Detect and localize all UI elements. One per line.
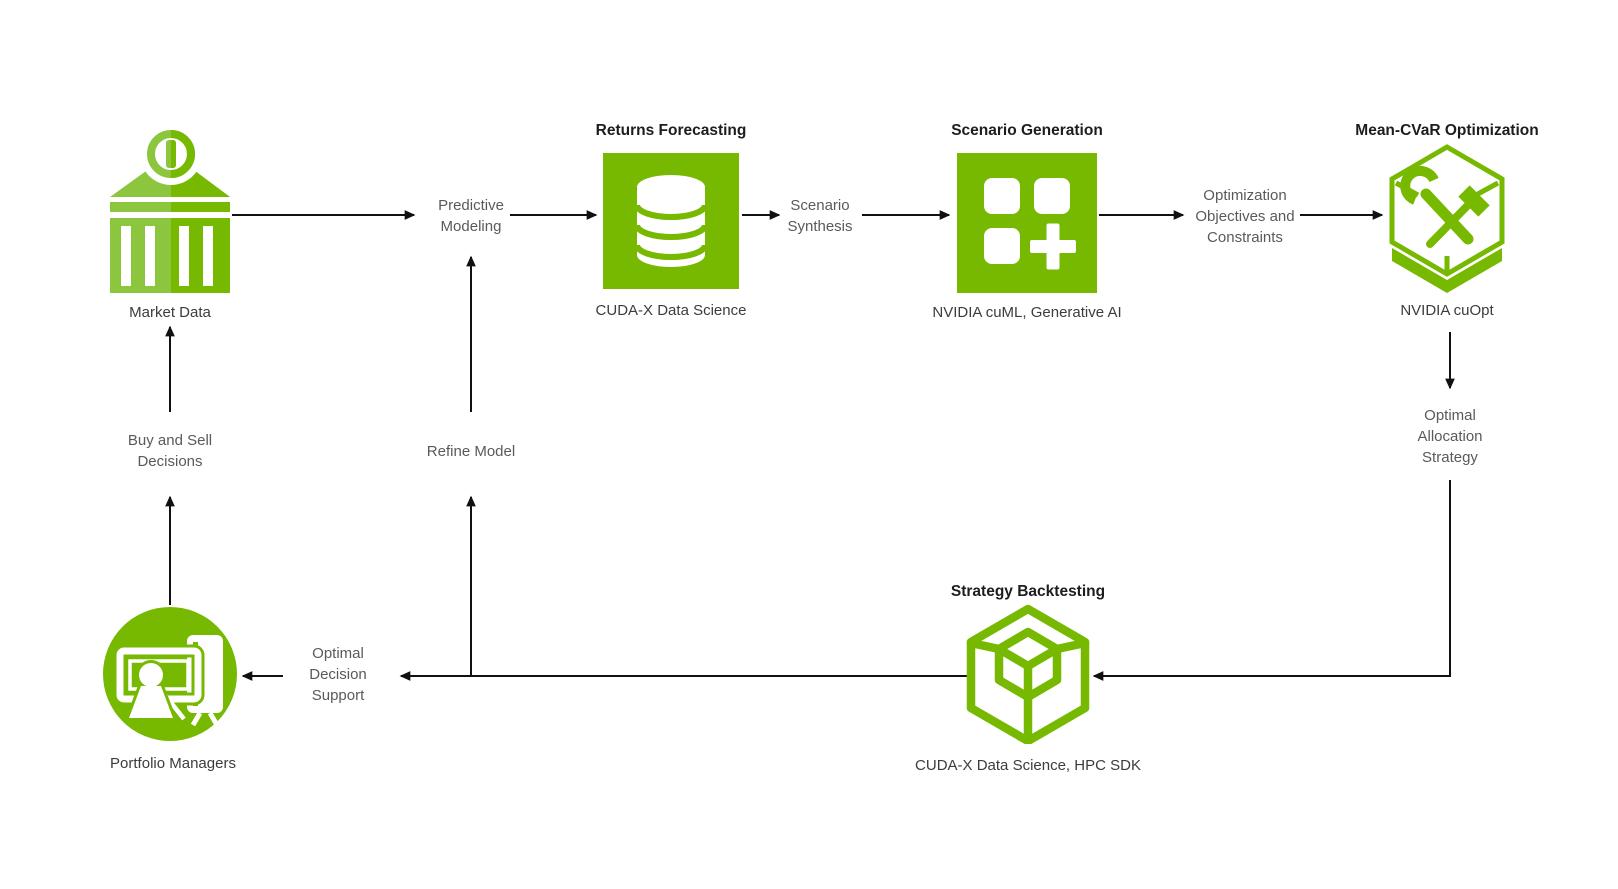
arrow-allocation-to-backtesting bbox=[1092, 480, 1451, 681]
strategy-backtesting-caption: CUDA-X Data Science, HPC SDK bbox=[915, 757, 1141, 774]
wireframe-cube-icon bbox=[966, 604, 1090, 744]
portfolio-managers-node bbox=[103, 607, 237, 741]
flow-label-scenario-synthesis: Scenario Synthesis bbox=[787, 197, 853, 235]
strategy-backtesting-title: Strategy Backtesting bbox=[950, 583, 1106, 600]
strategy-backtesting-node bbox=[962, 604, 1094, 744]
flow-label-refine-model: Refine Model bbox=[426, 443, 516, 460]
mean-cvar-title: Mean-CVaR Optimization bbox=[1355, 122, 1539, 139]
returns-forecasting-title: Returns Forecasting bbox=[595, 122, 747, 139]
person-presenting-icon bbox=[103, 607, 237, 741]
mean-cvar-node bbox=[1385, 144, 1509, 296]
scenario-generation-box bbox=[957, 153, 1097, 293]
flow-label-optimization-objectives: Optimization Objectives and Constraints bbox=[1195, 187, 1295, 246]
database-icon bbox=[634, 175, 708, 267]
mean-cvar-caption: NVIDIA cuOpt bbox=[1400, 302, 1494, 319]
flow-label-optimal-allocation: Optimal Allocation Strategy bbox=[1417, 407, 1483, 466]
returns-forecasting-box bbox=[603, 153, 739, 289]
flow-label-buy-and-sell: Buy and Sell Decisions bbox=[127, 432, 213, 470]
hexagon-tools-icon bbox=[1389, 144, 1505, 293]
returns-forecasting-caption: CUDA-X Data Science bbox=[595, 302, 747, 319]
bank-building-icon bbox=[110, 125, 230, 293]
blocks-plus-icon bbox=[984, 178, 1076, 270]
portfolio-managers-caption: Portfolio Managers bbox=[110, 755, 236, 772]
scenario-generation-title: Scenario Generation bbox=[951, 122, 1103, 139]
market-data-caption: Market Data bbox=[129, 304, 211, 321]
flow-label-optimal-decision: Optimal Decision Support bbox=[309, 645, 367, 704]
scenario-generation-caption: NVIDIA cuML, Generative AI bbox=[932, 304, 1122, 321]
flow-label-predictive-modeling: Predictive Modeling bbox=[438, 197, 504, 235]
market-data-node bbox=[108, 125, 232, 293]
